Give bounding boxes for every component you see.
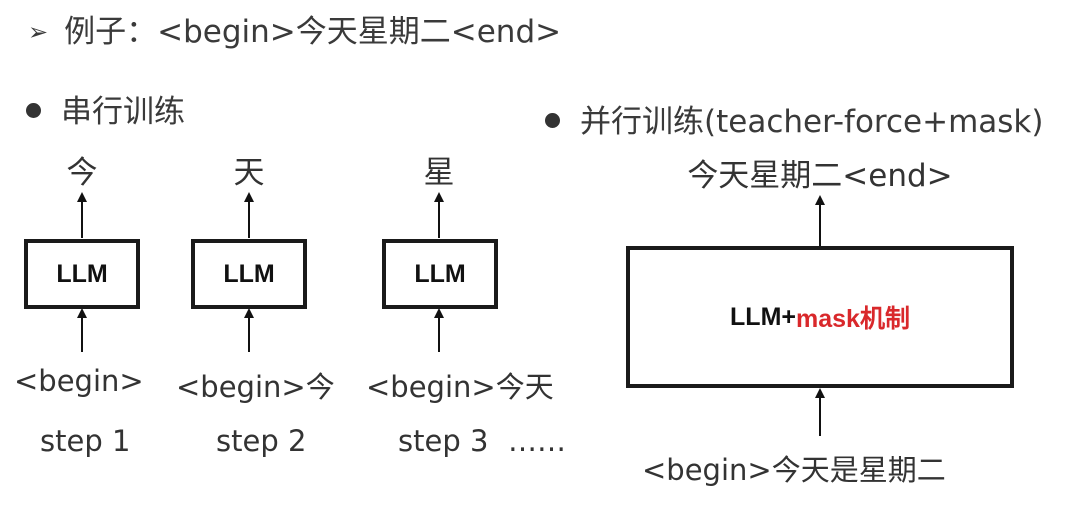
parallel-heading: 并行训练(teacher-force+mask)	[545, 96, 1043, 141]
parallel-llm-prefix: LLM+	[730, 302, 796, 331]
step1-llm-label: LLM	[56, 259, 108, 288]
ellipsis: ……	[508, 424, 566, 458]
step3-label: step 3	[398, 424, 489, 458]
step1-output-token: 今	[66, 155, 98, 191]
parallel-heading-text: 并行训练(teacher-force+mask)	[580, 104, 1044, 140]
step2-llm-box: LLM	[191, 239, 307, 309]
example-line: ➢ 例子：<begin>今天星期二<end>	[28, 6, 561, 51]
step1-label: step 1	[40, 424, 131, 458]
step3-output-token: 星	[423, 155, 455, 191]
step3-input-text: <begin>今天	[366, 370, 554, 404]
parallel-input-text: <begin>今天是星期二	[642, 453, 946, 487]
triangle-right-icon: ➢	[28, 18, 49, 46]
step1-input-text: <begin>	[14, 364, 144, 398]
bullet-icon	[26, 103, 41, 118]
serial-heading-text: 串行训练	[61, 94, 185, 130]
parallel-output-text: 今天星期二<end>	[687, 158, 953, 194]
serial-heading: 串行训练	[26, 86, 185, 131]
step2-input-text: <begin>今	[176, 370, 335, 404]
step1-llm-box: LLM	[24, 239, 140, 309]
step3-llm-box: LLM	[382, 239, 498, 309]
parallel-llm-highlight: mask机制	[796, 305, 910, 333]
step2-output-token: 天	[233, 155, 265, 191]
step2-label: step 2	[216, 424, 307, 458]
step3-llm-label: LLM	[414, 259, 466, 288]
parallel-llm-box: LLM+mask机制	[626, 246, 1014, 388]
bullet-icon	[545, 113, 560, 128]
example-text: 例子：<begin>今天星期二<end>	[64, 14, 562, 50]
step2-llm-label: LLM	[223, 259, 275, 288]
